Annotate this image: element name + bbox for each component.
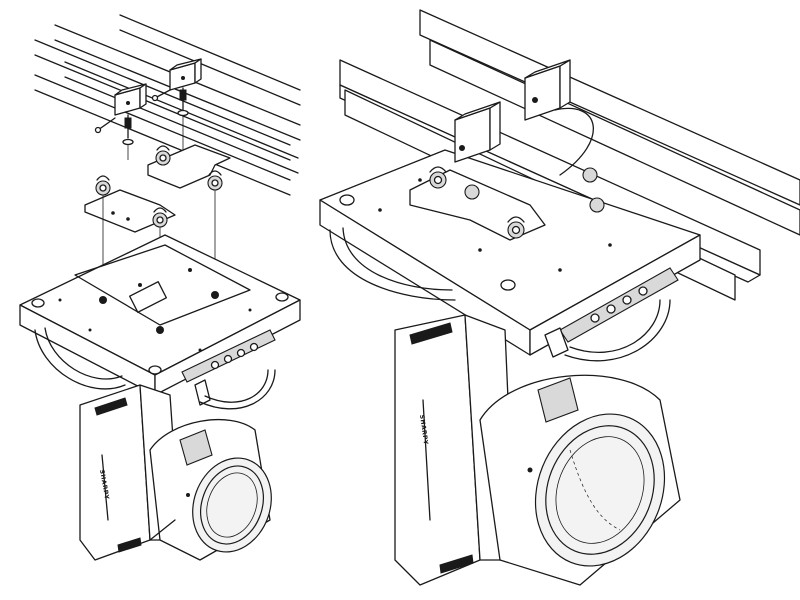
housing-label-right: SHARPY — [418, 414, 429, 445]
half-coupler-right-a — [454, 101, 501, 163]
omega-bracket-upper — [147, 144, 231, 191]
omega-bracket-lower — [84, 175, 176, 233]
right-panel: SHARPY — [319, 9, 800, 586]
half-coupler-left-b — [151, 58, 202, 117]
half-coupler-left-a — [94, 83, 147, 146]
power-cable-left — [199, 369, 276, 410]
safety-cable — [554, 107, 594, 176]
moving-head-left: SHARPY — [79, 384, 272, 561]
omega-bracket-mounted — [409, 166, 605, 241]
left-panel: SHARPY — [19, 14, 301, 561]
half-coupler-right-b — [524, 59, 571, 121]
power-cable-right — [564, 299, 671, 362]
moving-head-right: SHARPY — [394, 314, 681, 586]
fixture-base-right — [319, 149, 701, 358]
truss-pipes-left — [34, 14, 301, 196]
handle-right — [329, 229, 456, 301]
handle-left — [34, 329, 126, 390]
fixture-base-left — [19, 234, 301, 406]
